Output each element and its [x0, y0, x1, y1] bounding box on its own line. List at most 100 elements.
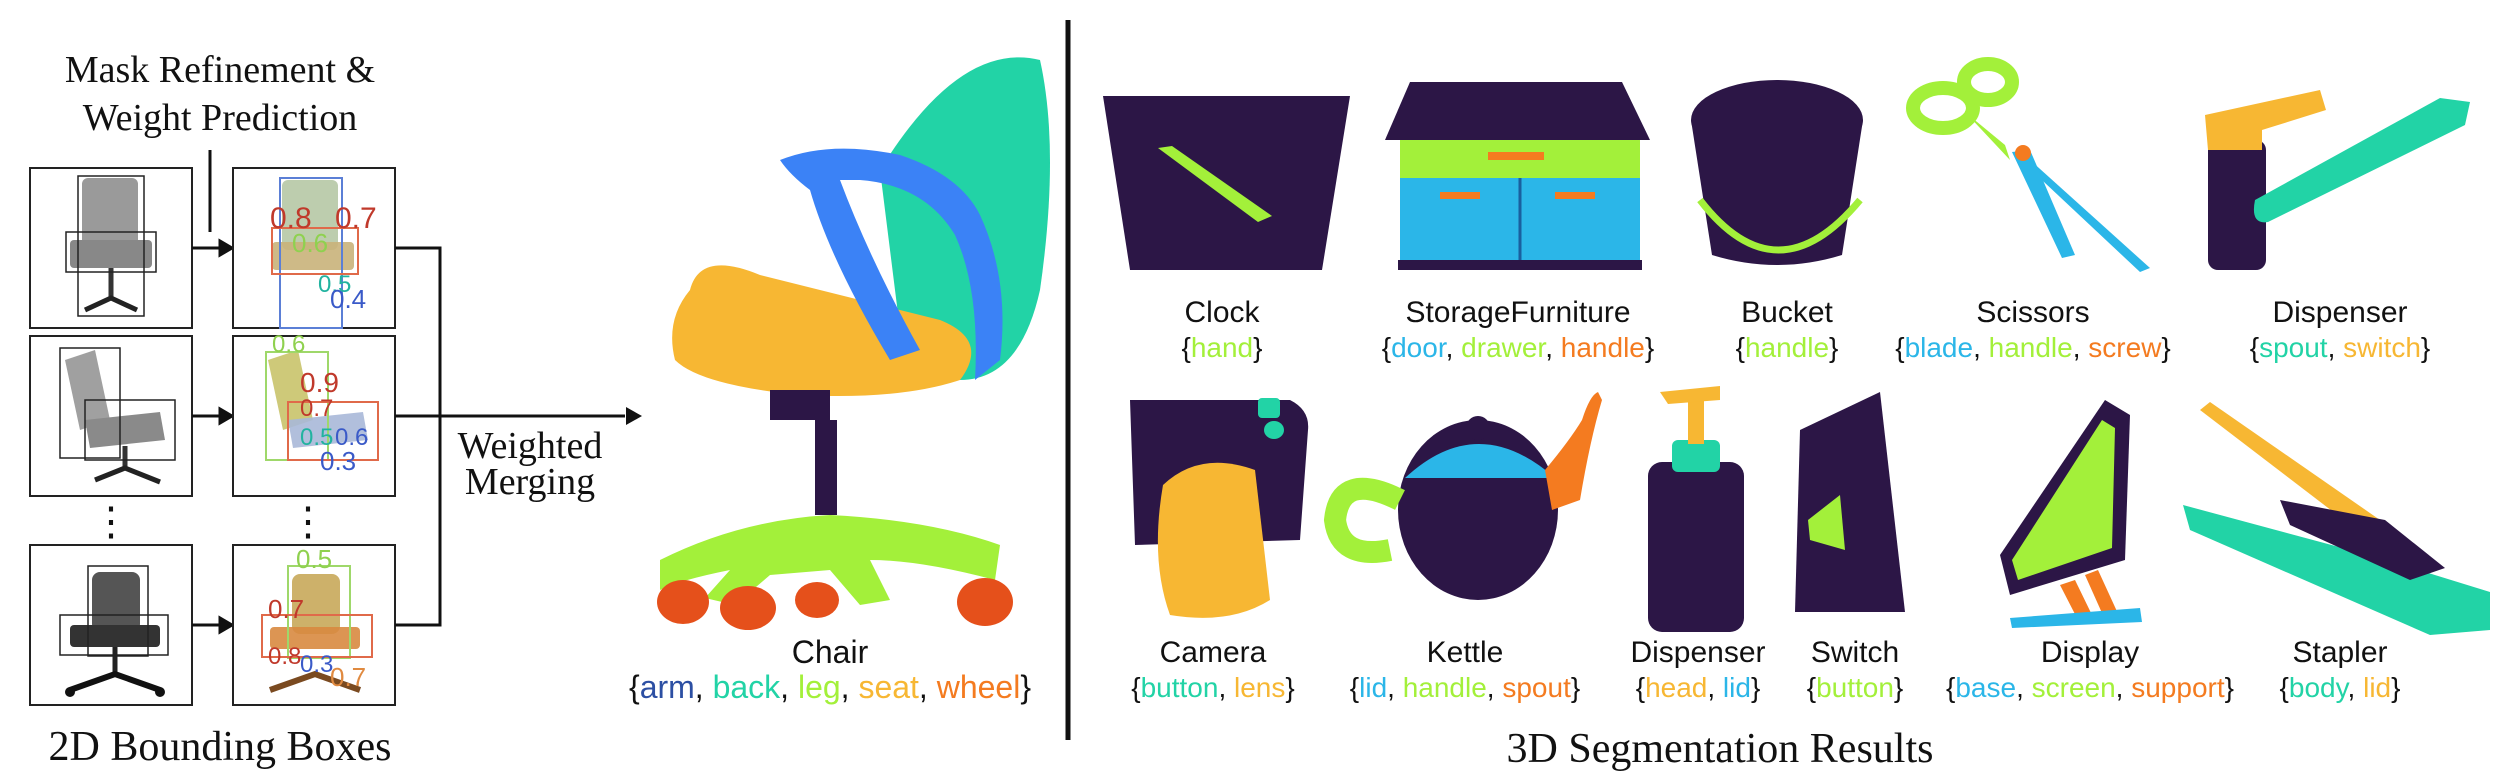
brace-close: }: [2391, 672, 2400, 703]
brace-open: {: [1807, 672, 1816, 703]
brace-close: }: [1645, 332, 1654, 363]
brace-open: {: [1636, 672, 1645, 703]
object-name: Dispenser: [1630, 636, 1765, 669]
brace-close: }: [1285, 672, 1294, 703]
part-separator: ,: [841, 669, 859, 705]
object-camera: [1130, 398, 1308, 618]
object-parts-list: {spout, switch}: [2250, 332, 2431, 363]
chair-back-gray: [82, 178, 138, 248]
ellipsis-right: ⋮: [288, 499, 328, 544]
object-dispenser-1: [2205, 90, 2470, 270]
object-name: Dispenser: [2272, 296, 2407, 329]
part-label: head: [1645, 672, 1707, 703]
object-parts-list: {base, screen, support}: [1946, 672, 2234, 703]
part-label: lid: [1359, 672, 1387, 703]
object-switch: [1795, 392, 1905, 612]
chair-seat-gray: [70, 240, 152, 268]
object-labels: Clock{hand}StorageFurniture{door, drawer…: [1131, 296, 2430, 703]
part-label: arm: [640, 669, 695, 705]
object-name: Stapler: [2292, 636, 2387, 669]
brace-close: }: [1751, 672, 1760, 703]
object-parts-list: {head, lid}: [1636, 672, 1761, 703]
part-label: back: [713, 669, 782, 705]
chair-mechanism: [770, 390, 830, 420]
brace-open: {: [1895, 332, 1904, 363]
part-separator: ,: [1973, 332, 1989, 363]
score-2a: 0.6: [272, 331, 305, 358]
results-title: 3D Segmentation Results: [1507, 726, 1934, 772]
arrows-left-to-right: [192, 241, 232, 632]
part-label: leg: [798, 669, 841, 705]
weight-prediction-label: Weight Prediction: [83, 97, 358, 139]
part-label: base: [1955, 672, 2016, 703]
object-parts-list: {lid, handle, spout}: [1350, 672, 1580, 703]
part-label: lid: [1723, 672, 1751, 703]
score-3a: 0.5: [296, 544, 332, 574]
refined-image-3: 0.5 0.7 0.8 0.3 0.7: [233, 544, 395, 705]
object-display: [2000, 400, 2142, 628]
part-separator: ,: [1487, 672, 1503, 703]
object-name: Camera: [1160, 636, 1267, 669]
left-pipeline: Mask Refinement & Weight Prediction ⋮: [30, 49, 642, 770]
part-separator: ,: [780, 669, 798, 705]
part-separator: ,: [1545, 332, 1561, 363]
refined-image-2: 0.6 0.9 0.7 0.5 0.6 0.3: [233, 331, 395, 496]
object-name: Scissors: [1976, 296, 2089, 329]
object-kettle: [1335, 392, 1602, 600]
merge-arrow-head: [626, 407, 642, 425]
chair-parts-list: {arm, back, leg, seat, wheel}: [629, 669, 1031, 705]
merging-label: Merging: [465, 461, 595, 503]
part-label: handle: [1989, 332, 2073, 363]
brace-open: {: [629, 669, 640, 705]
chair-wheel-2: [720, 586, 776, 630]
part-label: blade: [1905, 332, 1974, 363]
part-separator: ,: [919, 669, 937, 705]
score-1e: 0.4: [330, 284, 366, 314]
part-label: handle: [1561, 332, 1645, 363]
part-label: wheel: [936, 669, 1021, 705]
score-3b: 0.7: [268, 594, 304, 624]
brace-open: {: [1736, 332, 1745, 363]
score-1c: 0.6: [292, 228, 328, 258]
brace-close: }: [2161, 332, 2170, 363]
object-name: StorageFurniture: [1405, 296, 1630, 329]
part-label: handle: [1745, 332, 1829, 363]
score-2f: 0.3: [320, 446, 356, 476]
input-image-3: [30, 545, 192, 705]
brace-open: {: [1350, 672, 1359, 703]
part-label: drawer: [1461, 332, 1546, 363]
object-parts-list: {hand}: [1181, 332, 1262, 363]
mask-refinement-label: Mask Refinement &: [65, 49, 375, 91]
part-label: hand: [1191, 332, 1253, 363]
object-parts-list: {body, lid}: [2280, 672, 2401, 703]
part-label: door: [1391, 332, 1447, 363]
object-stapler: [2183, 402, 2490, 635]
part-label: switch: [2343, 332, 2421, 363]
ellipsis-left: ⋮: [91, 499, 131, 544]
object-parts-list: {button, lens}: [1131, 672, 1295, 703]
chair-name: Chair: [792, 634, 869, 670]
part-label: seat: [858, 669, 919, 705]
chair-wheel-1: [657, 580, 709, 624]
brace-open: {: [2280, 672, 2289, 703]
part-label: lid: [2363, 672, 2391, 703]
score-2b: 0.9: [300, 367, 339, 398]
part-separator: ,: [2016, 672, 2032, 703]
brace-open: {: [1181, 332, 1190, 363]
brace-close: }: [1829, 332, 1838, 363]
part-label: screen: [2032, 672, 2116, 703]
part-label: spout: [2259, 332, 2328, 363]
score-3e: 0.7: [330, 662, 366, 692]
results-gallery: Clock{hand}StorageFurniture{door, drawer…: [1103, 64, 2490, 772]
object-name: Clock: [1184, 296, 1260, 329]
input-image-1: [30, 168, 192, 328]
part-label: lens: [1234, 672, 1285, 703]
part-separator: ,: [1446, 332, 1462, 363]
object-storagefurniture: [1385, 82, 1650, 270]
object-scissors: [1913, 64, 2150, 272]
brace-close: }: [1894, 672, 1903, 703]
part-label: handle: [1403, 672, 1487, 703]
object-clock: [1103, 96, 1350, 270]
object-name: Bucket: [1741, 296, 1833, 329]
